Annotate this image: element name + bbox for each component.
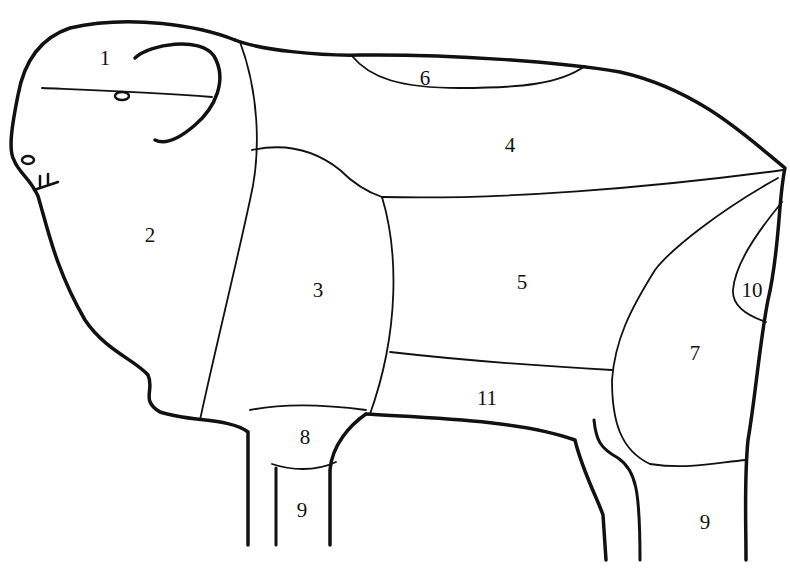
callout-number: 8: [300, 427, 311, 448]
callout-number: 1: [100, 48, 111, 69]
callout-number: 10: [742, 280, 763, 301]
callout-number: 2: [145, 225, 156, 246]
callout-number: 9: [297, 500, 308, 521]
callout-number: 5: [517, 272, 528, 293]
callout-number: 3: [313, 280, 324, 301]
callout-number: 9: [700, 512, 711, 533]
callout-number: 4: [505, 135, 516, 156]
callout-number: 7: [690, 343, 701, 364]
callout-number: 11: [477, 388, 497, 409]
callout-number: 6: [420, 68, 431, 89]
